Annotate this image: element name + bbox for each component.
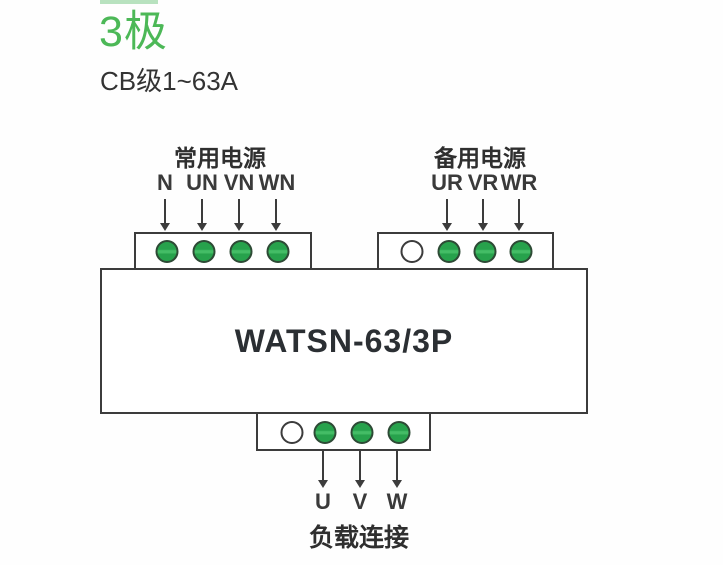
down-arrow-icon bbox=[238, 199, 240, 223]
terminal-label-n: N bbox=[157, 170, 173, 195]
terminal-u-icon bbox=[313, 421, 337, 444]
terminal-label-vr: VR bbox=[467, 170, 499, 195]
load-connection-label: 负载连接 bbox=[308, 524, 409, 552]
normal-terminal-block bbox=[134, 232, 312, 270]
down-arrow-icon bbox=[359, 451, 361, 480]
down-arrow-icon bbox=[164, 199, 166, 223]
load-terminal-block bbox=[256, 412, 431, 451]
terminal-wr-icon bbox=[509, 240, 533, 263]
terminal-n-icon bbox=[155, 240, 179, 263]
terminal-w-icon bbox=[387, 421, 411, 444]
normal-power-label: 常用电源 bbox=[174, 145, 266, 171]
terminal-label-un: UN bbox=[186, 170, 218, 195]
terminal-vr-icon bbox=[473, 240, 497, 263]
page-title: 3极 bbox=[99, 8, 168, 56]
terminal-ur-icon bbox=[437, 240, 461, 263]
down-arrow-icon bbox=[396, 451, 398, 480]
terminal-label-u: U bbox=[315, 489, 331, 514]
cropped-text-fragment bbox=[100, 0, 158, 4]
page-subtitle: CB级1~63A bbox=[100, 66, 239, 96]
down-arrow-icon bbox=[201, 199, 203, 223]
terminal-label-w: W bbox=[386, 489, 408, 514]
unused-terminal-icon bbox=[280, 421, 304, 444]
device-body: WATSN-63/3P bbox=[100, 268, 588, 414]
terminal-label-vn: VN bbox=[223, 170, 255, 195]
terminal-wn-icon bbox=[266, 240, 290, 263]
reserve-terminal-block bbox=[377, 232, 554, 270]
down-arrow-icon bbox=[446, 199, 448, 223]
unused-terminal-icon bbox=[400, 240, 424, 263]
down-arrow-icon bbox=[518, 199, 520, 223]
down-arrow-icon bbox=[322, 451, 324, 480]
down-arrow-icon bbox=[482, 199, 484, 223]
terminal-label-wr: WR bbox=[500, 170, 538, 195]
terminal-un-icon bbox=[192, 240, 216, 263]
device-model: WATSN-63/3P bbox=[234, 322, 454, 359]
down-arrow-icon bbox=[275, 199, 277, 223]
terminal-v-icon bbox=[350, 421, 374, 444]
reserve-power-label: 备用电源 bbox=[434, 145, 526, 171]
terminal-label-v: V bbox=[352, 489, 368, 514]
terminal-label-wn: WN bbox=[258, 170, 296, 195]
terminal-vn-icon bbox=[229, 240, 253, 263]
terminal-label-ur: UR bbox=[431, 170, 463, 195]
